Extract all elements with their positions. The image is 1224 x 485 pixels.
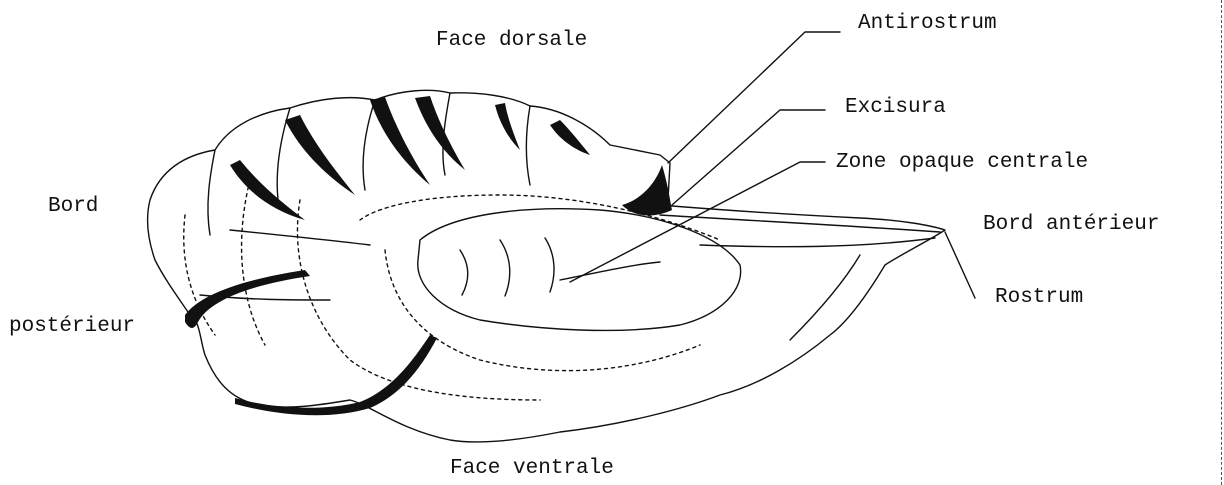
dorsal-lobe-line (208, 150, 215, 235)
label-excisura: Excisura (845, 97, 946, 118)
rostrum-line (790, 255, 860, 340)
label-rostrum: Rostrum (995, 287, 1083, 308)
growth-ring (385, 250, 700, 371)
antirostrum-mark (622, 165, 672, 215)
growth-ring (297, 200, 540, 400)
dorsal-sulcus-mark (285, 115, 355, 195)
label-bord: Bord (48, 196, 98, 217)
label-antirostrum: Antirostrum (858, 13, 997, 34)
otolith-outline (148, 90, 945, 442)
growth-ring (242, 180, 265, 345)
central-opaque-zone (418, 209, 741, 331)
sulcus-line (560, 262, 660, 280)
leader-excisura (672, 110, 825, 205)
dorsal-sulcus-mark (495, 103, 520, 150)
label-bord-anterieur: Bord antérieur (983, 214, 1159, 235)
rostrum-line (700, 238, 935, 247)
dorsal-lobe-line (526, 106, 530, 185)
leader-rostrum (945, 232, 975, 298)
label-zone-opaque-centrale: Zone opaque centrale (836, 152, 1088, 173)
sulcus-line (230, 230, 370, 245)
ventral-edge-mark (235, 335, 437, 415)
zone-detail (460, 250, 468, 295)
dorsal-lobe-line (363, 100, 375, 190)
label-face-ventrale: Face ventrale (450, 458, 614, 479)
leader-antirostrum (668, 32, 840, 163)
dorsal-sulcus-mark (230, 160, 305, 220)
label-posterieur: postérieur (9, 316, 135, 337)
dorsal-sulcus-mark (415, 96, 465, 170)
page-edge-line (1221, 0, 1222, 485)
zone-detail (545, 238, 554, 292)
zone-detail (500, 240, 510, 296)
rostrum-line (660, 215, 940, 232)
label-face-dorsale: Face dorsale (436, 30, 587, 51)
